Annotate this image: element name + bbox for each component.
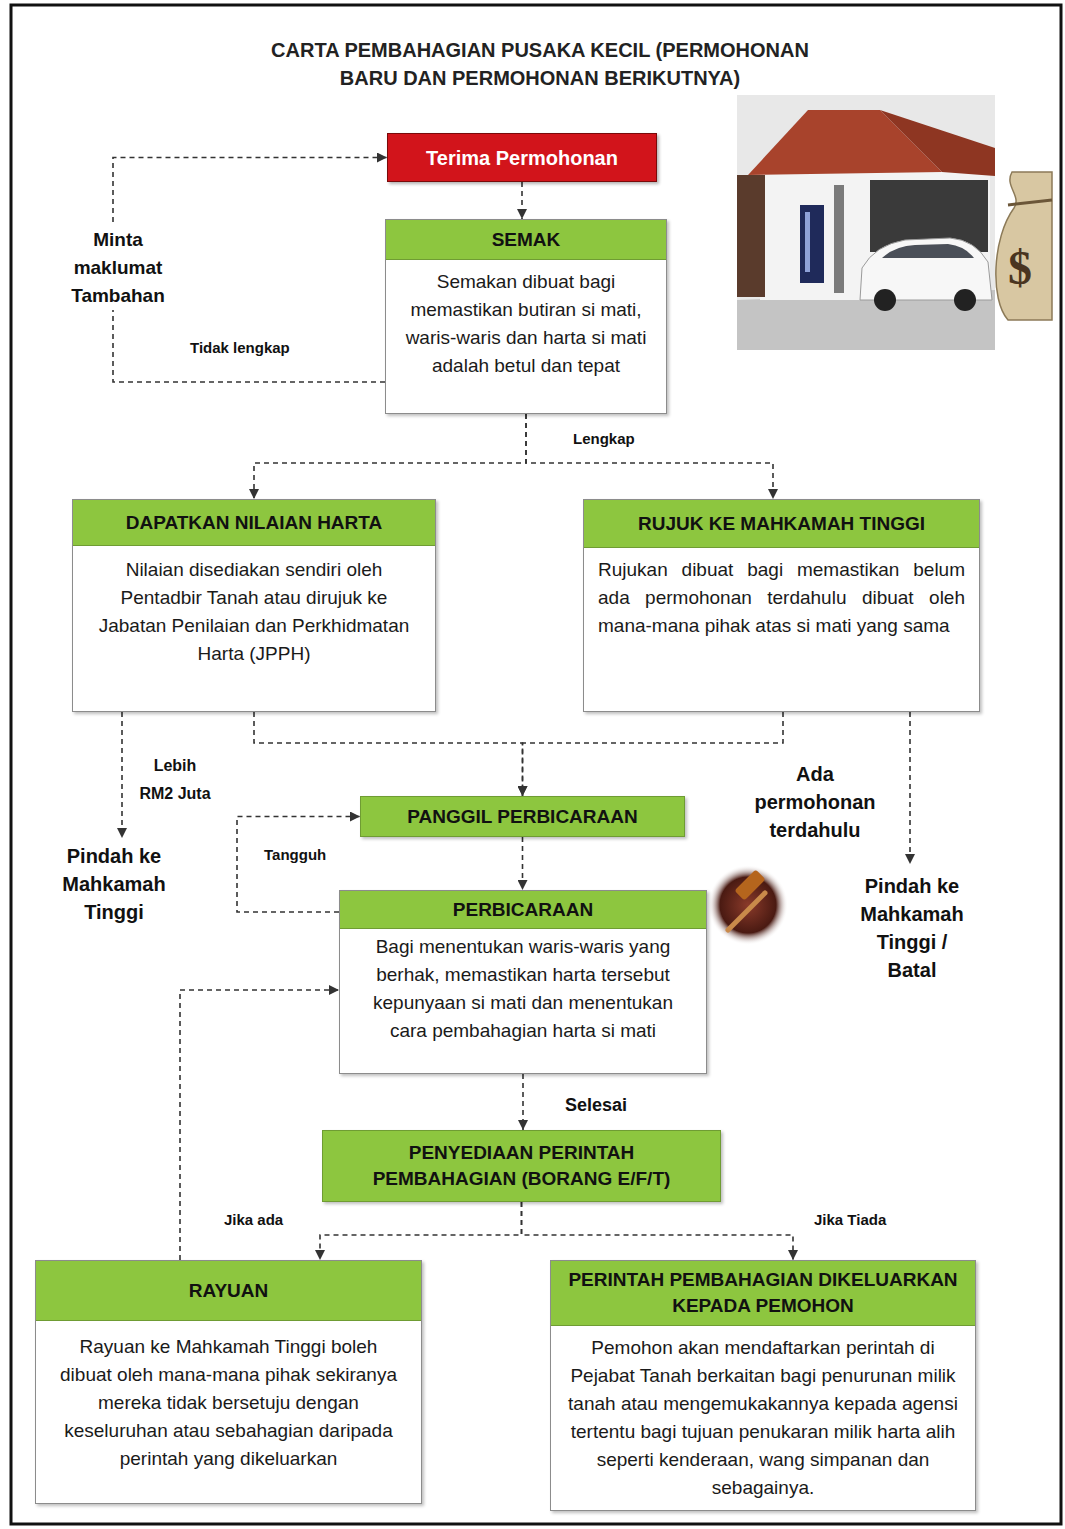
page-frame xyxy=(11,5,1061,1524)
box-body: Bagi menentukan waris-waris yang berhak,… xyxy=(340,929,706,1073)
gavel-head xyxy=(734,869,765,900)
flow-note: Minta maklumat Tambahan xyxy=(58,226,178,310)
box-body: Semakan dibuat bagi memastikan butiran s… xyxy=(386,260,666,413)
box-body: Rujukan dibuat bagi memastikan belum ada… xyxy=(584,548,979,711)
edge-label: Lengkap xyxy=(571,429,637,448)
process-card: PERBICARAANBagi menentukan waris-waris y… xyxy=(339,890,707,1074)
box-heading: PERBICARAAN xyxy=(340,891,706,929)
leader-arrow xyxy=(909,712,911,864)
edge-label: Jika ada xyxy=(222,1210,285,1229)
process-box: PENYEDIAAN PERINTAH PEMBAHAGIAN (BORANG … xyxy=(322,1130,721,1202)
dashed-connector xyxy=(254,414,526,499)
car-window xyxy=(882,244,974,258)
edge-label: Selesai xyxy=(563,1094,629,1116)
flow-note: Lebih RM2 Juta xyxy=(136,752,214,808)
dashed-connector xyxy=(522,1074,524,1130)
dashed-connector xyxy=(522,837,524,890)
box-heading: SEMAK xyxy=(386,220,666,260)
house-roof-side xyxy=(880,110,995,176)
box-body: Pemohon akan mendaftarkan perintah di Pe… xyxy=(551,1326,975,1510)
bag-shape xyxy=(996,172,1052,320)
bag-tie xyxy=(1008,200,1052,205)
edge-label: Tangguh xyxy=(262,845,328,864)
box-heading: RUJUK KE MAHKAMAH TINGGI xyxy=(584,500,979,548)
dashed-connector xyxy=(521,182,523,219)
box-body: Rayuan ke Mahkamah Tinggi boleh dibuat o… xyxy=(36,1321,421,1503)
currency-sign: $ xyxy=(998,240,1042,296)
box-heading: PENYEDIAAN PERINTAH PEMBAHAGIAN (BORANG … xyxy=(323,1131,720,1201)
dashed-connector xyxy=(180,990,339,1260)
box-heading: RAYUAN xyxy=(36,1261,421,1321)
photo-background xyxy=(737,95,995,350)
process-box: PANGGIL PERBICARAAN xyxy=(360,796,685,837)
edge-label: Jika Tiada xyxy=(812,1210,888,1229)
house-pillar xyxy=(834,185,844,293)
dashed-connector xyxy=(522,1202,794,1260)
gavel-handle xyxy=(728,893,765,930)
house-illustration xyxy=(737,95,995,350)
box-heading: Terima Permohonan xyxy=(388,134,656,181)
box-body: Nilaian disediakan sendiri oleh Pentadbi… xyxy=(73,546,435,711)
dashed-connector xyxy=(320,1202,522,1260)
process-card: DAPATKAN NILAIAN HARTANilaian disediakan… xyxy=(72,499,436,712)
edge-label: Tidak lengkap xyxy=(188,338,292,357)
dashed-connector xyxy=(254,712,523,796)
house-wing xyxy=(737,175,765,297)
start-box: Terima Permohonan xyxy=(387,133,657,182)
box-heading: DAPATKAN NILAIAN HARTA xyxy=(73,500,435,546)
dashed-connector xyxy=(523,712,784,796)
process-card: SEMAKSemakan dibuat bagi memastikan buti… xyxy=(385,219,667,414)
door-light xyxy=(805,212,810,272)
dashed-connector xyxy=(526,414,773,499)
chart-title: CARTA PEMBAHAGIAN PUSAKA KECIL (PERMOHON… xyxy=(170,36,910,92)
car-wheel xyxy=(954,289,976,311)
money-bag xyxy=(996,172,1052,320)
gavel-picture xyxy=(708,865,788,945)
process-card: PERINTAH PEMBAHAGIAN DIKELUARKAN KEPADA … xyxy=(550,1260,976,1511)
house-door xyxy=(800,205,824,283)
car-wheel xyxy=(874,289,896,311)
process-card: RUJUK KE MAHKAMAH TINGGIRujukan dibuat b… xyxy=(583,499,980,712)
leader-arrow xyxy=(121,712,123,838)
flow-note: Pindah ke Mahkamah Tinggi xyxy=(52,842,176,926)
gavel-background xyxy=(708,865,788,945)
flow-note: Ada permohonan terdahulu xyxy=(745,760,885,844)
box-heading: PERINTAH PEMBAHAGIAN DIKELUARKAN KEPADA … xyxy=(551,1261,975,1326)
box-heading: PANGGIL PERBICARAAN xyxy=(361,797,684,836)
process-card: RAYUANRayuan ke Mahkamah Tinggi boleh di… xyxy=(35,1260,422,1504)
flow-note: Pindah ke Mahkamah Tinggi / Batal xyxy=(852,872,972,984)
